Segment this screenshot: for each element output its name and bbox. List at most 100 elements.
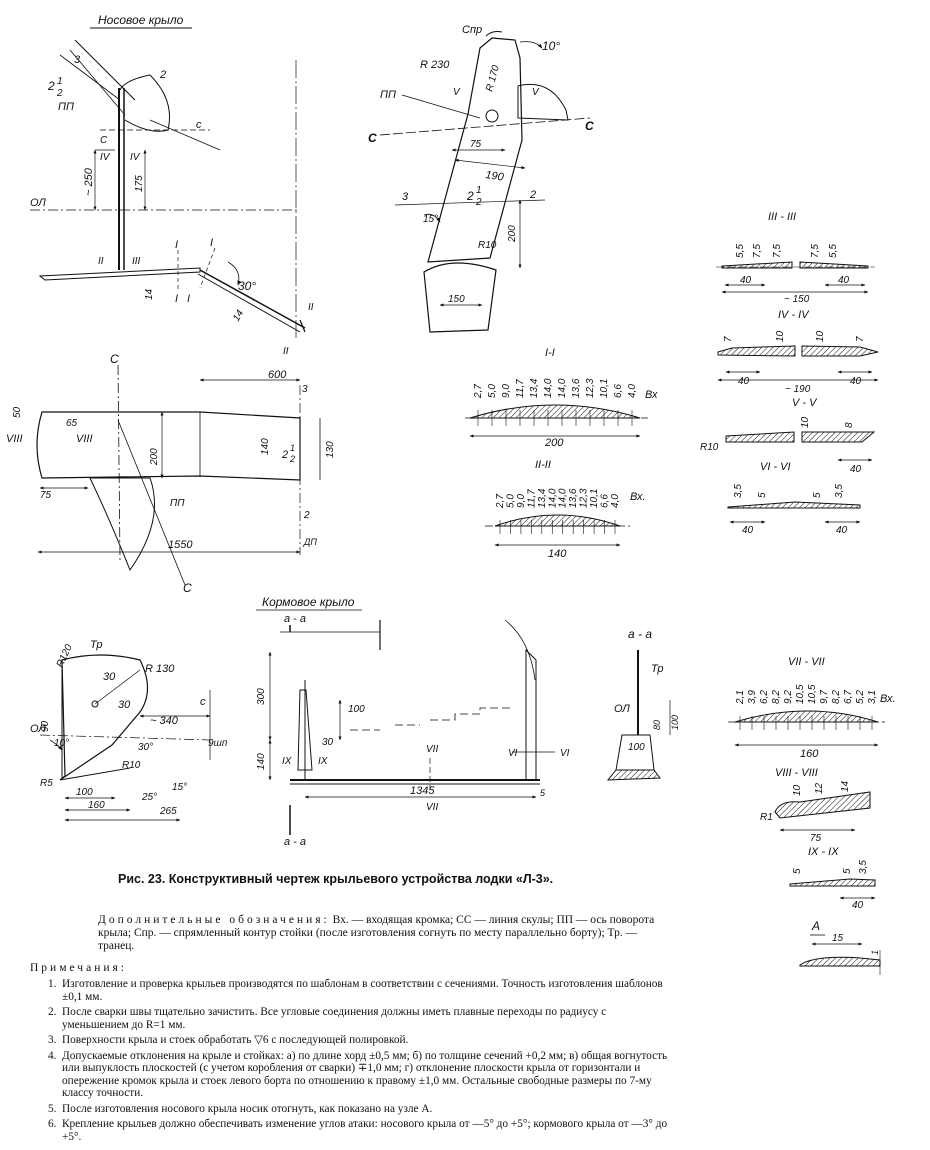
dim-200-b: 200 [149,448,160,466]
s3-v0: 5,5 [735,244,746,258]
section-I-I-chord: 200 [544,437,564,449]
section-i-d: I [187,293,190,305]
dim-100-b: 100 [348,704,365,715]
note-item: 6.Крепление крыльев должно обеспечивать … [48,1118,668,1143]
s3-d1: 40 [838,275,850,286]
dim-200-a: 200 [507,225,518,243]
section-VII-chord: 160 [800,748,819,760]
section-V-title: V - V [792,397,818,409]
section-I-I-title: I-I [545,347,555,359]
s3-v1: 7,5 [752,244,763,258]
a-label-top: a - a [284,613,306,625]
s6-d0: 3,5 [733,484,744,498]
ordinate-value: 8,2 [771,690,782,704]
fraction-label-2: 2 1 2 [466,185,482,208]
dim-14-a: 14 [144,288,155,300]
c-stern: с [200,696,206,708]
ol-label: ОЛ [30,197,46,209]
r10-label-b: R10 [700,442,719,453]
s5-d1: 8 [844,422,855,428]
s8-d3: 75 [810,833,822,844]
section-i-a: I [175,239,178,251]
dim-1550: 1550 [168,539,193,551]
ordinate-value: 10,1 [589,489,600,508]
note-item: 5.После изготовления носового крыла носи… [48,1102,433,1115]
ordinate-value: 9,0 [516,494,527,508]
s4-d1: 10 [775,330,786,342]
dim-340: ~ 340 [150,715,179,727]
dim-130: 130 [325,441,336,458]
label-2: 2 [159,69,166,81]
s6-d2: 5 [812,492,823,498]
angle-15-a: 15° [423,214,438,225]
s8-d1: 12 [814,782,825,794]
dim-600: 600 [268,369,287,381]
ordinate-value: 14,0 [543,378,554,398]
dim-100-c: 100 [670,715,680,730]
detail-A: A 15 1 [799,919,881,975]
svg-text:2: 2 [466,189,474,203]
s5-d2: 40 [850,464,862,475]
dim-30-b: 30 [118,699,131,711]
section-II-II-vh: Вх. [630,491,646,503]
dim-75-b: 75 [40,490,52,501]
dim-140-b: 140 [256,753,267,770]
s4-d6: ~ 190 [785,384,811,395]
nose-wing-side-view: Носовое крыло ОЛ 3 2 2 1 2 ПП с С IV IV … [30,13,314,357]
section-vii-a: VII [426,744,438,755]
label-3-c: 3 [302,384,308,395]
ordinate-value: 6,6 [600,494,611,508]
s3-v3: 7,5 [810,244,821,258]
ordinate-value: 8,2 [831,690,842,704]
r10-label-a: R10 [478,240,497,251]
ordinate-value: 9,0 [501,384,512,398]
s6-d1: 5 [757,492,768,498]
ordinate-value: 11,7 [526,489,537,508]
ordinate-value: 12,3 [585,378,596,398]
section-ix-b: IX [318,756,328,767]
svg-text:2: 2 [281,449,288,461]
ordinate-value: 9,2 [783,690,794,704]
ordinate-value: 5,2 [855,690,866,704]
r120-label: R120 [55,643,75,670]
section-VI-VI: VI - VI 3,5 5 5 3,5 40 40 [727,461,861,536]
ordinate-value: 6,2 [759,690,770,704]
dim-300: 300 [256,688,267,705]
section-V-V: V - V R10 10 8 40 [700,397,876,475]
section-III-title: III - III [768,211,796,223]
section-IX-title: IX - IX [808,846,839,858]
label-3: 3 [74,54,81,66]
ordinate-value: 11,7 [515,379,526,398]
angle-30: 30° [238,279,256,293]
section-viii-b: VIII [76,433,93,445]
ordinate-value: 13,6 [571,378,582,398]
r170-label: R 170 [484,64,502,93]
section-i-b: I [210,237,213,249]
ordinate-value: 10,1 [599,379,610,398]
svg-text:1: 1 [290,443,295,453]
dim-30-c: 30 [322,737,334,748]
tr-label-b: Тр [651,663,663,675]
section-ii-a: II [98,256,104,267]
r1-label: R1 [760,812,773,823]
strut-contour-view: Спр 10° R 230 R 170 ПП V V С С 75 190 2 … [368,24,594,333]
spr-label: Спр [462,24,482,36]
section-i-c: I [175,293,178,305]
note-item: 1.Изготовление и проверка крыльев произв… [48,978,663,1003]
s3-d2: ~ 150 [784,294,810,305]
section-II-II-title: II-II [535,459,551,471]
dim-265: 265 [159,806,177,817]
section-aa-title: a - a [628,627,652,641]
section-VII-title: VII - VII [788,656,825,668]
dim-1: 1 [870,950,880,955]
section-IV-title: IV - IV [778,309,810,321]
v-label-a: V [453,87,461,98]
section-iv-1: IV [100,152,111,163]
nose-wing-plan-view: С С ПП 600 3 130 140 2 1 2 200 50 VIII V… [6,352,336,595]
pp-label: ПП [58,101,74,113]
section-ix-a: IX [282,756,292,767]
s9-d2: 3,5 [858,860,869,874]
